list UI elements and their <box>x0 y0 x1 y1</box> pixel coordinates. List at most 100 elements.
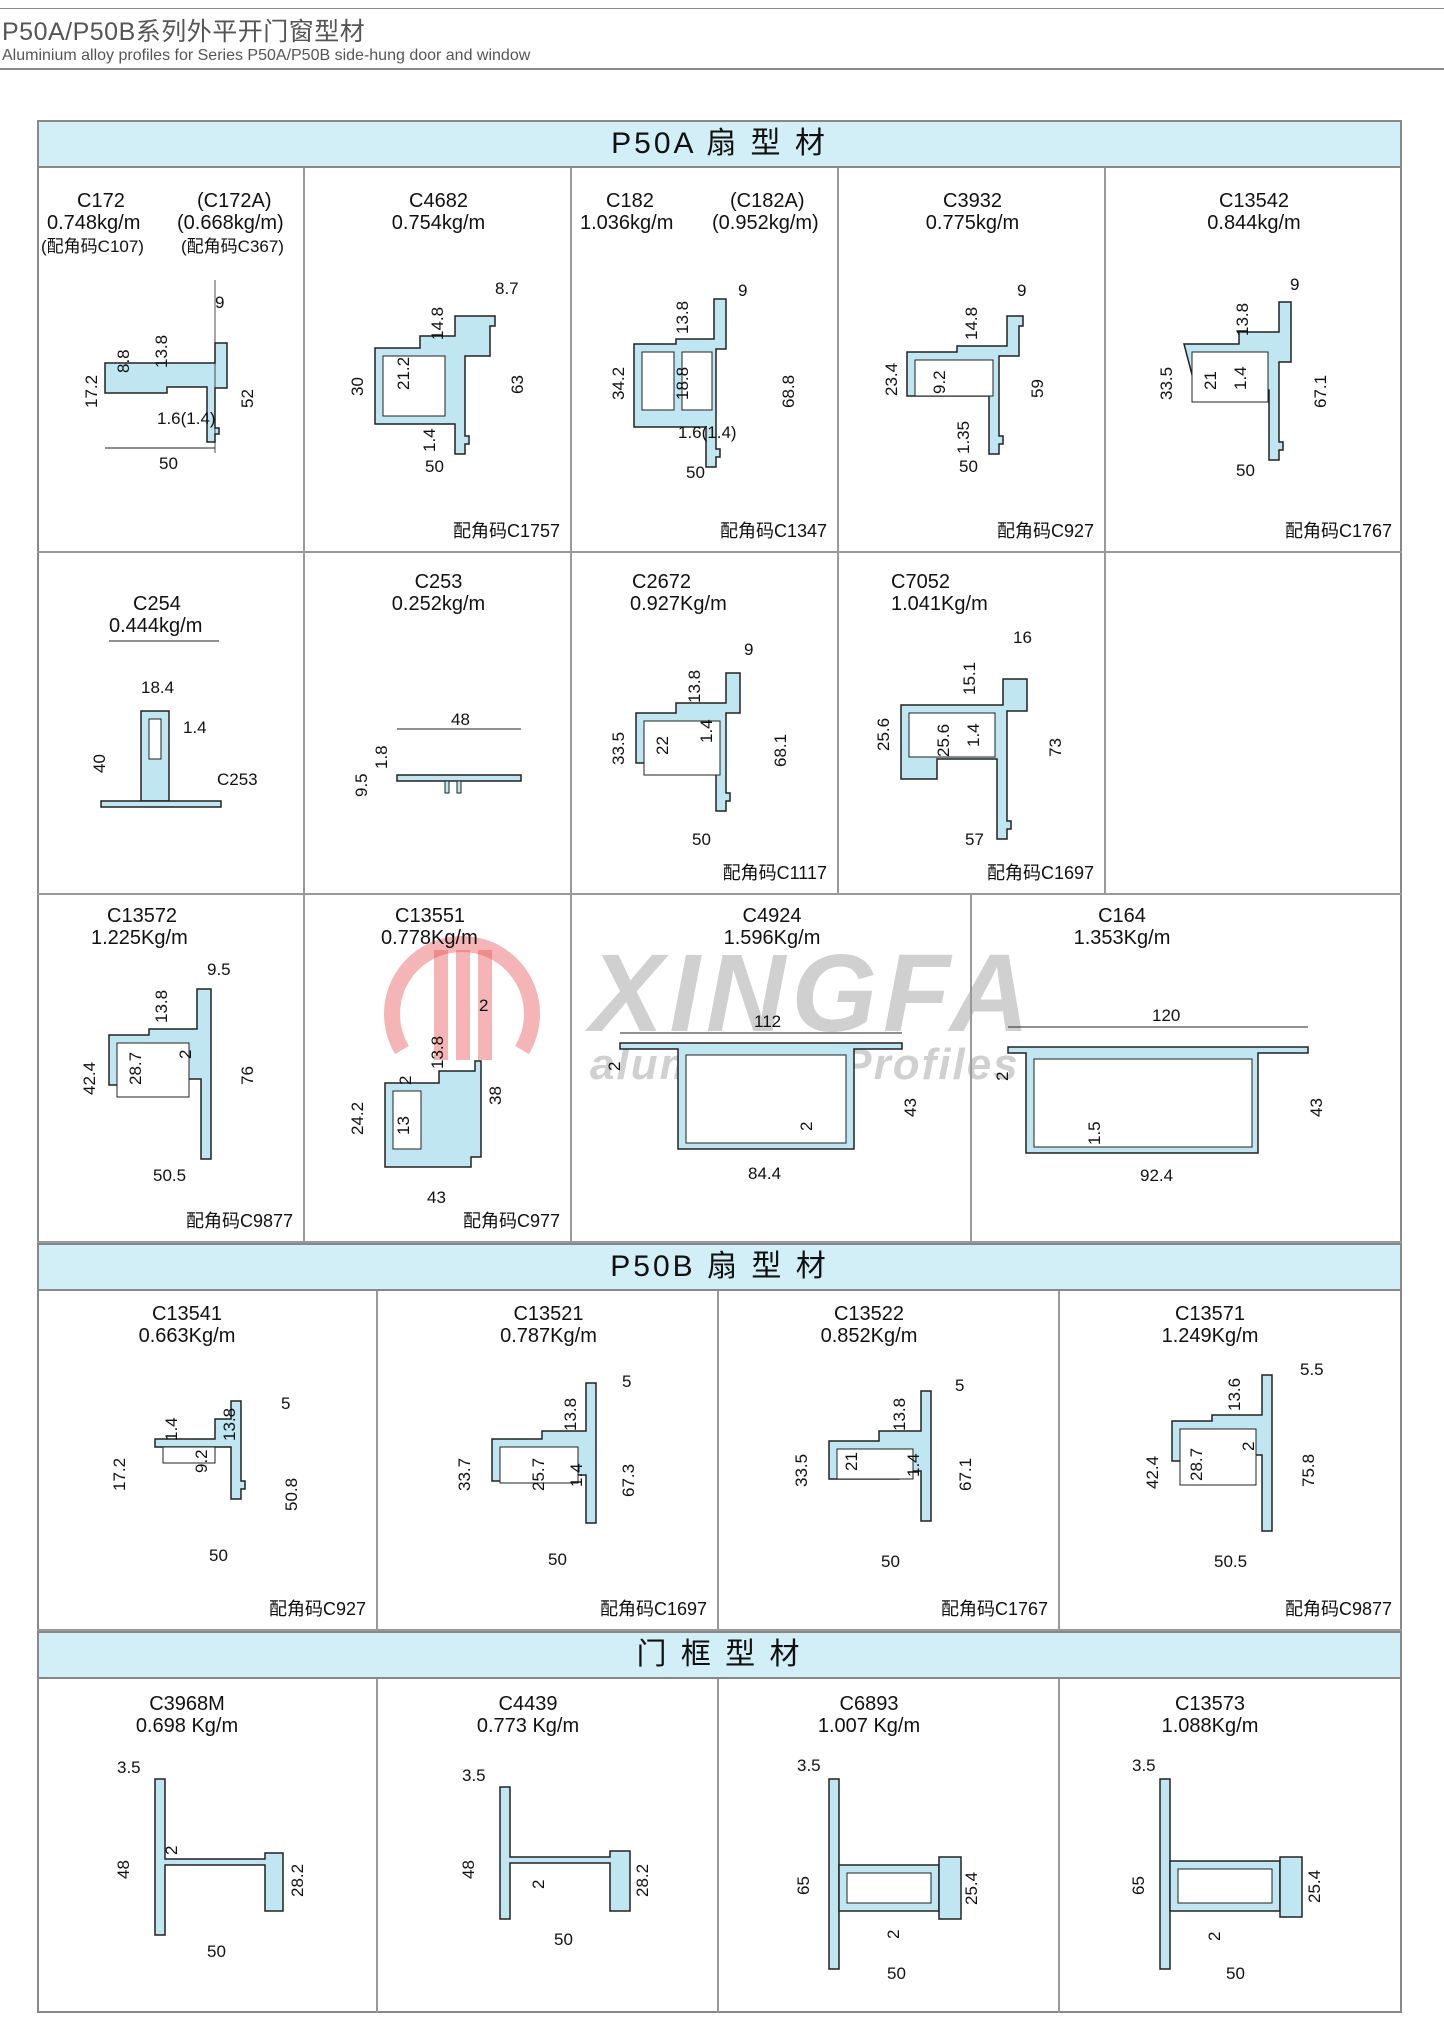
profile-drawing-c253: 48 1.8 9.5 <box>352 710 522 797</box>
svg-text:13.8: 13.8 <box>220 1408 239 1441</box>
svg-text:C253: C253 <box>217 770 258 789</box>
svg-text:1.4: 1.4 <box>420 428 439 452</box>
svg-text:17.2: 17.2 <box>82 375 101 408</box>
svg-text:50: 50 <box>554 1930 573 1949</box>
profile-drawing-c13542: 9 13.8 33.5 21 1.4 67.1 50 <box>1157 275 1330 480</box>
profile-card-c13542: C13542 0.844kg/m 9 13.8 33.5 21 1.4 67.1… <box>1106 168 1402 553</box>
svg-text:42.4: 42.4 <box>80 1062 99 1095</box>
svg-text:48: 48 <box>459 1860 478 1879</box>
svg-text:73: 73 <box>1046 738 1065 757</box>
svg-text:3.5: 3.5 <box>462 1766 486 1785</box>
profile-drawing-c6893: 3.5 65 25.4 2 50 <box>794 1756 981 1983</box>
svg-text:48: 48 <box>451 710 470 729</box>
svg-text:13.8: 13.8 <box>428 1036 447 1069</box>
svg-text:75.8: 75.8 <box>1299 1454 1318 1487</box>
svg-text:1.4: 1.4 <box>964 723 983 747</box>
svg-text:50.8: 50.8 <box>282 1478 301 1511</box>
svg-text:13.8: 13.8 <box>685 670 704 703</box>
svg-text:59: 59 <box>1028 379 1047 398</box>
svg-text:2: 2 <box>529 1880 548 1889</box>
profile-card-c13572: C13572 1.225Kg/m 9.5 13.8 42.4 28.7 2 76… <box>37 895 305 1243</box>
profile-drawing-c254: 18.4 1.4 40 C253 <box>90 640 258 808</box>
profile-card-c13521: C13521 0.787Kg/m 5 13.8 33.7 25.7 1.4 67… <box>378 1291 719 1631</box>
profile-card-c6893: C6893 1.007 Kg/m 3.5 65 25.4 2 50 <box>719 1679 1060 2013</box>
svg-text:5.5: 5.5 <box>1300 1360 1324 1379</box>
svg-text:1.35: 1.35 <box>954 421 973 454</box>
svg-text:57: 57 <box>965 830 984 849</box>
svg-text:2: 2 <box>605 1062 624 1071</box>
svg-text:9.2: 9.2 <box>930 370 949 394</box>
svg-text:43: 43 <box>427 1188 446 1207</box>
svg-text:33.5: 33.5 <box>1157 367 1176 400</box>
svg-text:2: 2 <box>1239 1442 1258 1451</box>
profile-card-c4924: C4924 1.596Kg/m 112 2 43 2 84.4 <box>572 895 972 1243</box>
svg-text:2: 2 <box>993 1072 1012 1081</box>
profile-card-empty <box>1106 553 1402 895</box>
header-bottom-rule <box>0 68 1444 70</box>
svg-text:5: 5 <box>281 1394 290 1413</box>
svg-text:68.1: 68.1 <box>771 734 790 767</box>
svg-text:50: 50 <box>548 1550 567 1569</box>
svg-text:9: 9 <box>744 640 753 659</box>
svg-text:13: 13 <box>394 1116 413 1135</box>
svg-text:120: 120 <box>1152 1006 1180 1025</box>
profile-drawing-c13521: 5 13.8 33.7 25.7 1.4 67.3 50 <box>455 1372 638 1569</box>
svg-text:38: 38 <box>486 1086 505 1105</box>
svg-text:14.8: 14.8 <box>428 307 447 340</box>
svg-text:13.8: 13.8 <box>673 301 692 334</box>
profile-card-c164: C164 1.353Kg/m 120 2 43 1.5 92.4 <box>972 895 1402 1243</box>
svg-text:28.2: 28.2 <box>633 1864 652 1897</box>
svg-text:1.6(1.4): 1.6(1.4) <box>157 409 216 428</box>
svg-text:2: 2 <box>1205 1932 1224 1941</box>
svg-text:76: 76 <box>238 1066 257 1085</box>
svg-text:1.4: 1.4 <box>567 1463 586 1487</box>
svg-text:1.4: 1.4 <box>1231 366 1250 390</box>
svg-text:13.8: 13.8 <box>152 990 171 1023</box>
svg-text:9: 9 <box>1290 275 1299 294</box>
svg-text:50: 50 <box>686 463 705 482</box>
svg-text:2: 2 <box>162 1846 181 1855</box>
svg-text:13.8: 13.8 <box>1233 303 1252 336</box>
profile-drawing-c172: 9 13.8 8.8 17.2 52 1.6(1.4) 50 <box>82 280 257 473</box>
svg-text:13.6: 13.6 <box>1225 1378 1244 1411</box>
svg-text:1.8: 1.8 <box>372 745 391 769</box>
svg-text:50.5: 50.5 <box>1214 1552 1247 1571</box>
svg-text:52: 52 <box>238 389 257 408</box>
svg-text:30: 30 <box>348 377 367 396</box>
svg-text:2: 2 <box>479 996 488 1015</box>
svg-text:50: 50 <box>1226 1964 1245 1983</box>
svg-text:9.5: 9.5 <box>352 773 371 797</box>
svg-text:65: 65 <box>794 1876 813 1895</box>
svg-text:1.5: 1.5 <box>1085 1121 1104 1145</box>
svg-text:68.8: 68.8 <box>779 375 798 408</box>
svg-text:21: 21 <box>842 1452 861 1471</box>
svg-text:23.4: 23.4 <box>882 363 901 396</box>
profile-card-c172: C172 0.748kg/m (配角码C107) (C172A) (0.668k… <box>37 168 305 553</box>
svg-text:50: 50 <box>1236 461 1255 480</box>
profile-card-c2672: C2672 0.927Kg/m 9 13.8 33.5 22 1.4 68.1 … <box>572 553 839 895</box>
profile-card-c13541: C13541 0.663Kg/m 5 1.4 13.8 17.2 9.2 50.… <box>37 1291 378 1631</box>
profile-card-c254: C254 0.444kg/m 18.4 1.4 40 C253 <box>37 553 305 895</box>
svg-text:13.8: 13.8 <box>561 1398 580 1431</box>
section-header-p50b: P50B 扇 型 材 <box>37 1243 1402 1291</box>
profile-card-c4682: C4682 0.754kg/m 8.7 14.8 21.2 30 63 1.4 … <box>305 168 572 553</box>
profile-card-c13571: C13571 1.249Kg/m 5.5 13.6 42.4 28.7 2 75… <box>1060 1291 1402 1631</box>
svg-text:8.7: 8.7 <box>495 279 519 298</box>
svg-text:50: 50 <box>209 1546 228 1565</box>
xingfa-logo <box>384 936 540 1060</box>
svg-text:50: 50 <box>692 830 711 849</box>
svg-text:24.2: 24.2 <box>348 1102 367 1135</box>
profile-drawing-c13551: 2 2 13.8 24.2 13 38 43 <box>348 996 505 1207</box>
svg-text:43: 43 <box>1307 1098 1326 1117</box>
svg-text:67.1: 67.1 <box>1311 375 1330 408</box>
svg-text:15.1: 15.1 <box>960 662 979 695</box>
profile-drawing-c13522: 5 13.8 33.5 21 1.4 67.1 50 <box>792 1376 975 1571</box>
profile-drawing-c13573: 3.5 65 25.4 2 50 <box>1129 1756 1324 1983</box>
profile-drawing-c13541: 5 1.4 13.8 17.2 9.2 50.8 50 <box>110 1394 301 1565</box>
svg-text:9: 9 <box>215 293 224 312</box>
svg-text:33.7: 33.7 <box>455 1458 474 1491</box>
svg-text:50: 50 <box>887 1964 906 1983</box>
svg-text:17.2: 17.2 <box>110 1458 129 1491</box>
svg-text:25.4: 25.4 <box>1305 1870 1324 1903</box>
svg-text:25.6: 25.6 <box>874 718 893 751</box>
